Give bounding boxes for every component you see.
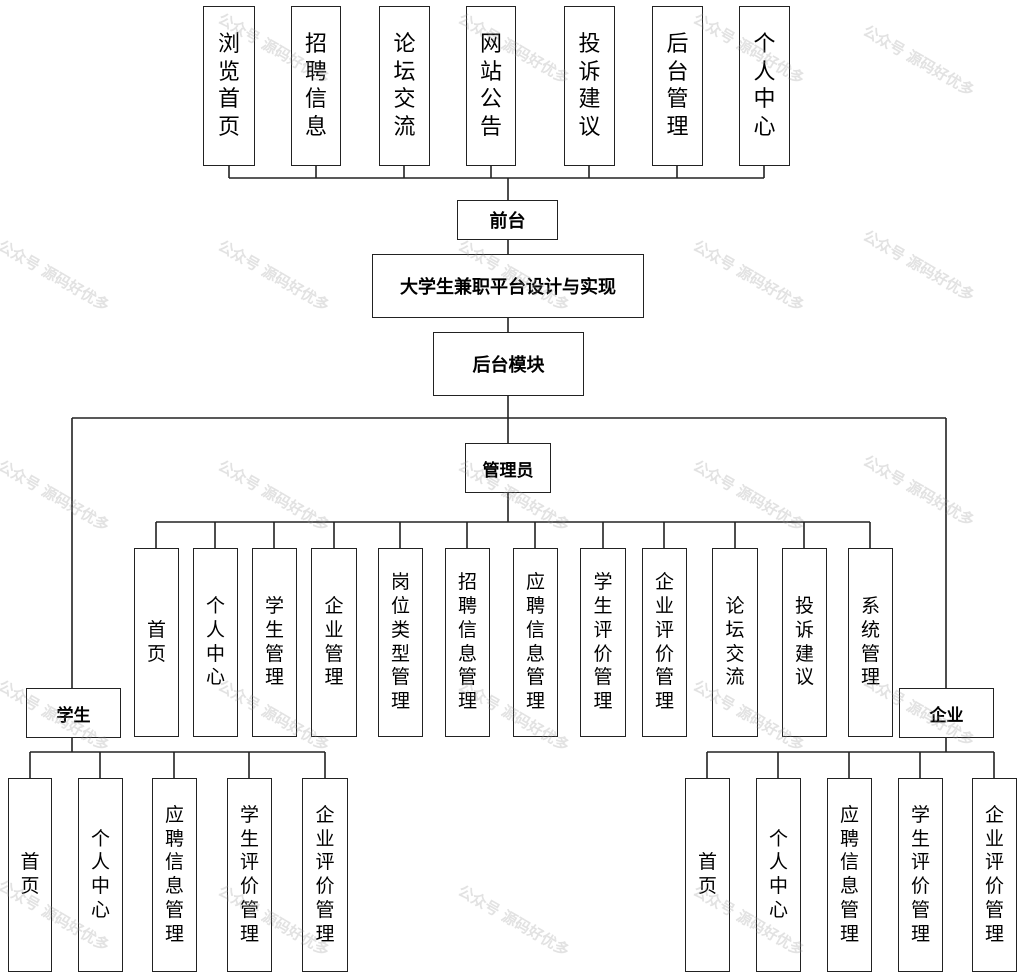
- admin-module-system-management: 系统管理: [848, 548, 893, 737]
- company-node: 企业: [899, 688, 994, 738]
- admin-module-student-review-management: 学生评价管理: [580, 548, 626, 737]
- backend-node: 后台模块: [433, 332, 584, 396]
- admin-module-job-type-management: 岗位类型管理: [378, 548, 423, 737]
- admin-module-home: 首页: [134, 548, 179, 737]
- company-module-company-review-management: 企业评价管理: [972, 778, 1017, 972]
- admin-module-company-management: 企业管理: [311, 548, 357, 737]
- front-module-admin-console: 后台管理: [652, 6, 703, 166]
- system-title: 大学生兼职平台设计与实现: [372, 254, 644, 318]
- student-module-application-management: 应聘信息管理: [152, 778, 197, 972]
- admin-module-student-management: 学生管理: [252, 548, 297, 737]
- student-module-company-review-management: 企业评价管理: [302, 778, 348, 972]
- front-module-announcements: 网站公告: [466, 6, 516, 166]
- front-module-complaints: 投诉建议: [564, 6, 615, 166]
- front-module-forum: 论坛交流: [379, 6, 430, 166]
- admin-node: 管理员: [465, 443, 551, 493]
- admin-module-company-review-management: 企业评价管理: [642, 548, 687, 737]
- company-module-personal-center: 个人中心: [756, 778, 801, 972]
- company-module-application-management: 应聘信息管理: [827, 778, 872, 972]
- student-module-personal-center: 个人中心: [78, 778, 123, 972]
- admin-module-recruitment-info-management: 招聘信息管理: [445, 548, 490, 737]
- admin-module-application-management: 应聘信息管理: [513, 548, 558, 737]
- student-module-student-review-management: 学生评价管理: [227, 778, 272, 972]
- admin-module-complaints: 投诉建议: [782, 548, 827, 737]
- front-module-personal-center: 个人中心: [739, 6, 790, 166]
- student-node: 学生: [26, 688, 121, 738]
- company-module-student-review-management: 学生评价管理: [898, 778, 943, 972]
- front-node: 前台: [457, 200, 558, 240]
- admin-module-personal-center: 个人中心: [193, 548, 238, 737]
- admin-module-forum: 论坛交流: [712, 548, 758, 737]
- company-module-home: 首页: [685, 778, 730, 972]
- student-module-home: 首页: [8, 778, 52, 972]
- front-module-browse-home: 浏览首页: [203, 6, 255, 166]
- front-module-recruitment-info: 招聘信息: [291, 6, 341, 166]
